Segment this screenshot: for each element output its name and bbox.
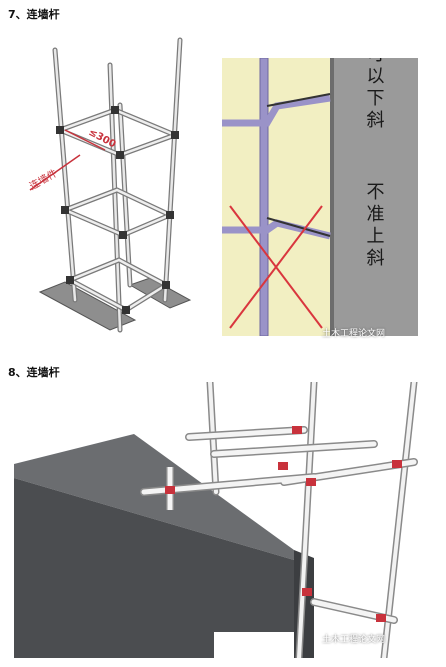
tie-label: 连墙件 xyxy=(27,166,59,192)
tie-slope-figure: 可以下斜 不准上斜 xyxy=(222,58,418,336)
watermark-bottom: 土木工程论文网 xyxy=(322,635,386,645)
no-label: 不准上斜 xyxy=(364,182,385,270)
watermark-top: 土木工程论文网 xyxy=(322,329,386,339)
scaffold-tower-figure: ≤300 连墙件 xyxy=(27,37,192,333)
section-heading-7: 7、连墙杆 xyxy=(8,8,60,21)
ok-label: 可以下斜 xyxy=(364,58,385,132)
slab-tie-figure xyxy=(14,382,432,658)
section-heading-8: 8、连墙杆 xyxy=(8,366,60,379)
